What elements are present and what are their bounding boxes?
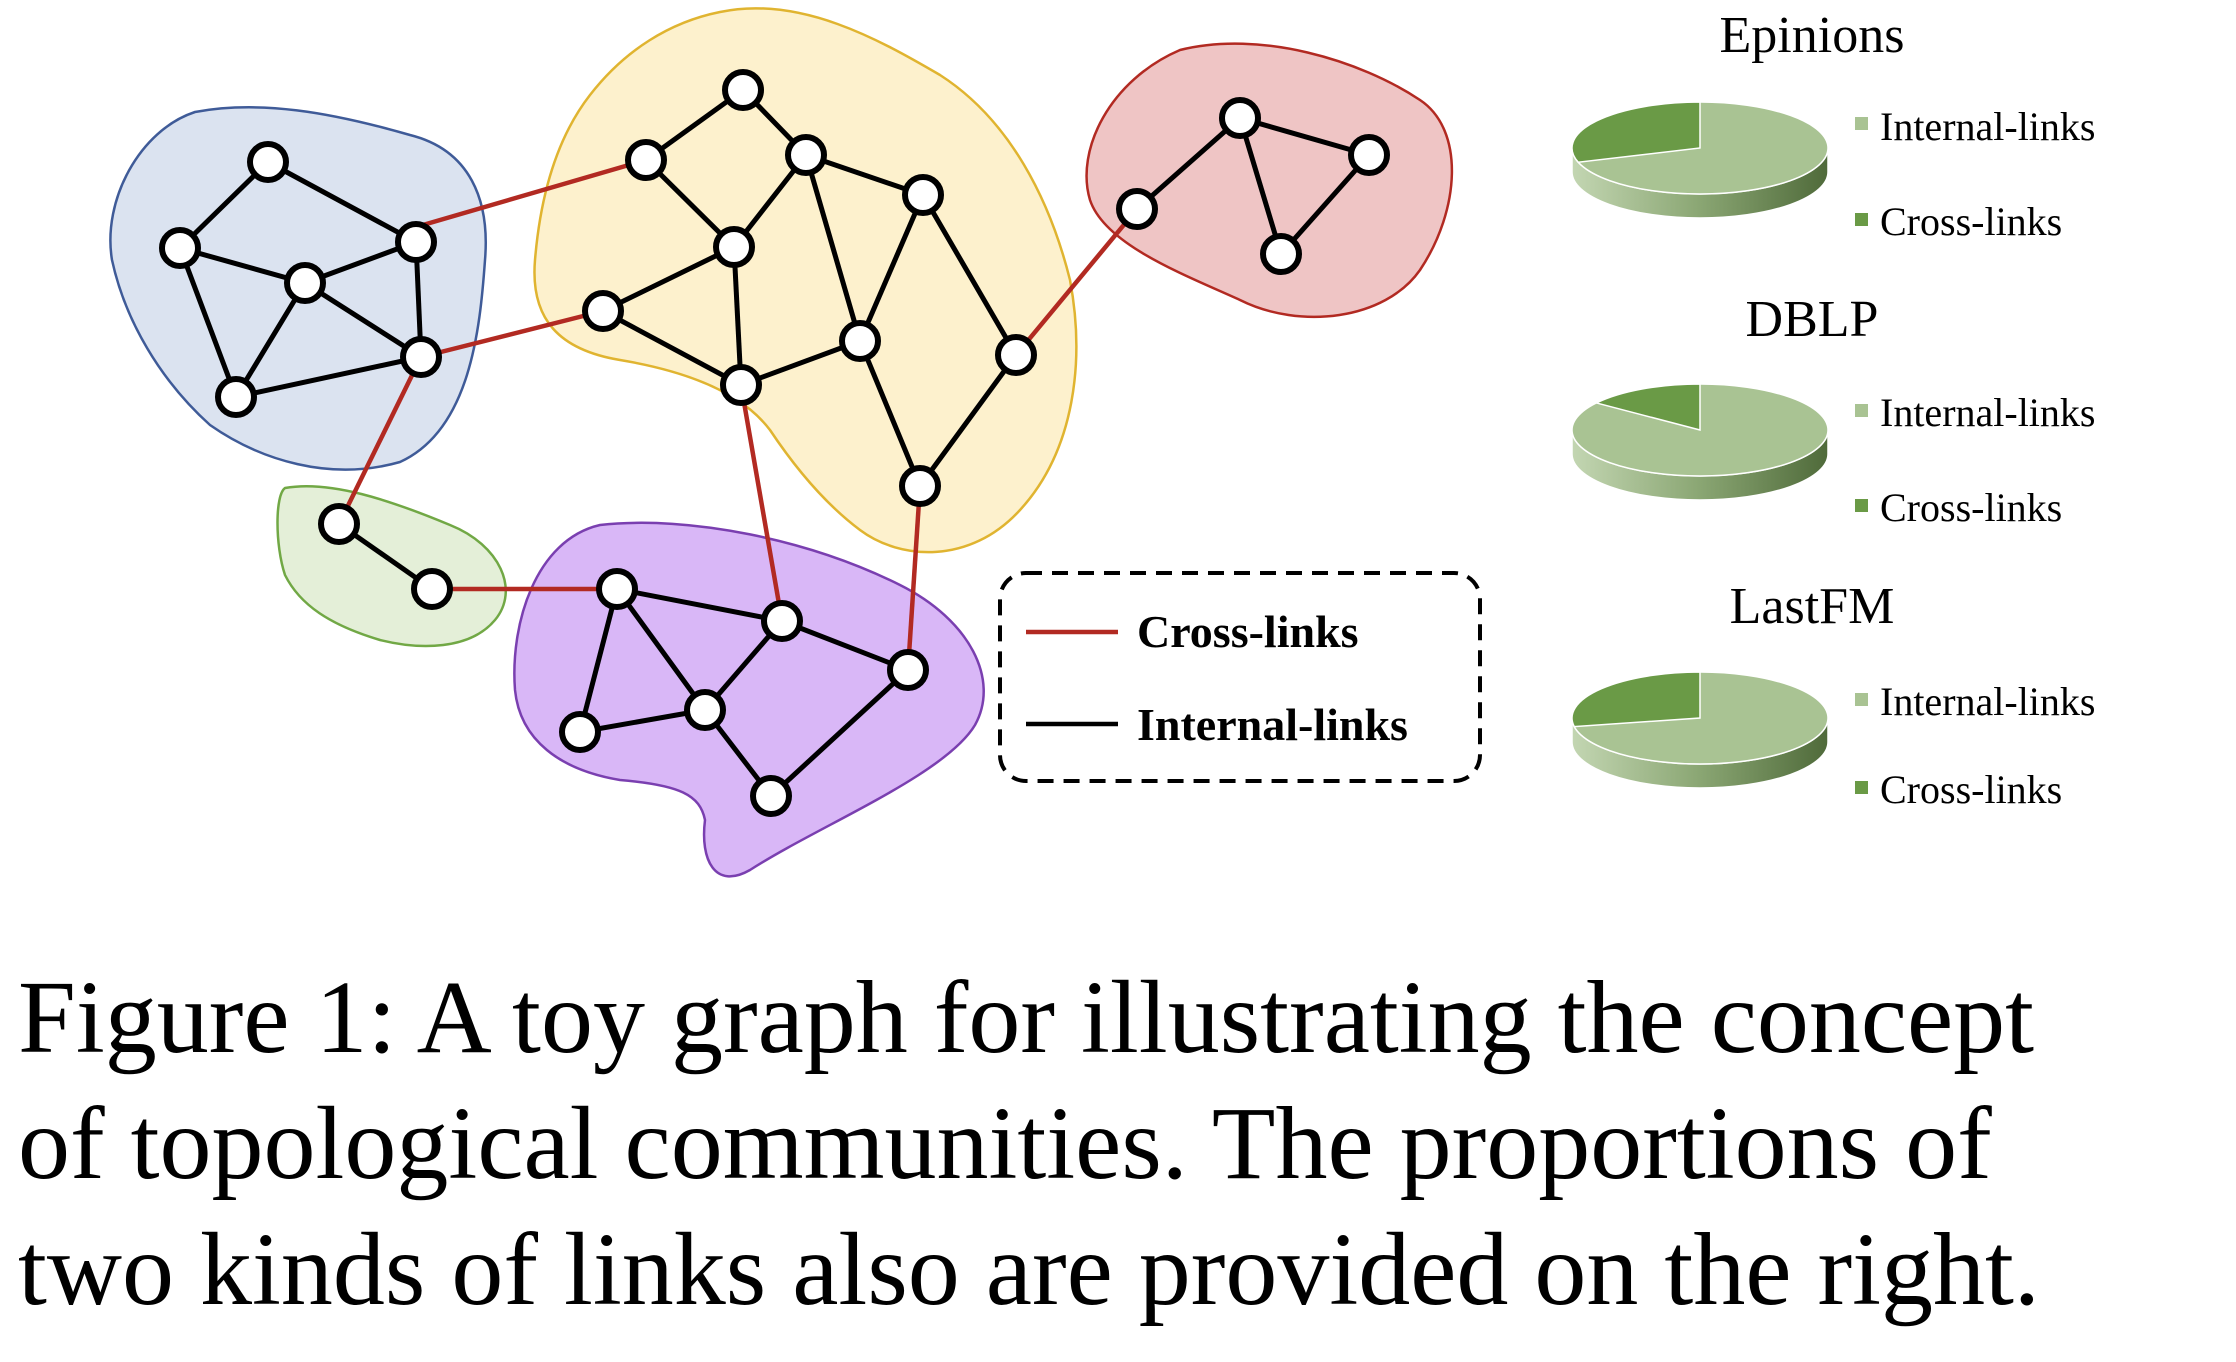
internal-link	[920, 193, 1019, 357]
cross-legend-swatch	[1855, 499, 1868, 512]
graph-nodes	[159, 69, 1390, 817]
internal-link	[579, 707, 706, 735]
graph-node	[559, 711, 601, 753]
internal-link	[233, 281, 308, 399]
pie-slice-cross	[1571, 101, 1701, 164]
graph-node	[761, 600, 803, 642]
graph-node	[395, 221, 437, 263]
graph-node	[839, 320, 881, 362]
cross-link	[738, 384, 785, 622]
caption-line: of topological communities. The proporti…	[18, 1086, 1992, 1201]
internal-link	[769, 668, 910, 798]
internal-legend-label: Internal-links	[1880, 104, 2096, 149]
graph-node	[215, 376, 257, 418]
internal-link	[917, 353, 1019, 488]
graph-node	[720, 364, 762, 406]
legend-frame	[998, 571, 1482, 783]
graph-node	[785, 134, 827, 176]
caption-line: Figure 1: A toy graph for illustrating t…	[18, 960, 2035, 1075]
cross-legend-swatch	[1855, 781, 1868, 794]
caption-line: two kinds of links also are provided on …	[18, 1212, 2040, 1327]
graph-node	[750, 775, 792, 817]
graph-node	[995, 334, 1037, 376]
cross-link	[905, 485, 923, 671]
community-green	[276, 484, 507, 648]
figure-caption: Figure 1: A toy graph for illustrating t…	[18, 955, 2223, 1333]
graph-node	[596, 568, 638, 610]
internal-link	[577, 588, 620, 733]
internal-link	[601, 308, 743, 388]
internal-link	[1237, 117, 1284, 255]
cross-link	[1014, 207, 1139, 357]
graph-node	[684, 689, 726, 731]
internal-link	[266, 159, 418, 245]
internal-link	[1239, 115, 1370, 158]
cross-legend-label: Cross-links	[1880, 199, 2062, 244]
graph-node	[887, 649, 929, 691]
graph-node	[247, 141, 289, 183]
pie-title: Epinions	[1720, 7, 1905, 64]
internal-link	[1279, 153, 1371, 256]
internal-link	[857, 194, 926, 342]
internal-link	[303, 280, 423, 360]
graph-node	[1116, 188, 1158, 230]
graph-node	[899, 465, 941, 507]
internal-link	[601, 244, 736, 314]
pie-dblp: DBLP Internal-links Cross-links	[1571, 291, 2096, 530]
cross-link	[420, 308, 604, 360]
graph-node	[1260, 233, 1302, 275]
graph-node	[713, 226, 755, 268]
graph-node	[1348, 134, 1390, 176]
pie-slice-cross	[1594, 383, 1701, 431]
internal-legend-label: Internal-links	[1880, 679, 2096, 724]
link-legend: Cross-links Internal-links	[998, 571, 1482, 783]
internal-link	[235, 354, 422, 400]
toy-graph-figure: Cross-links Internal-links Epinions Inte…	[109, 7, 2096, 878]
graph-node	[722, 69, 764, 111]
internal-link	[1135, 116, 1242, 211]
internal-link	[179, 245, 306, 286]
pie-slice-cross	[1571, 671, 1701, 728]
internal-link	[740, 338, 861, 388]
internal-legend-label: Internal-links	[1880, 390, 2096, 435]
cross-link	[415, 157, 647, 230]
graph-node	[411, 568, 453, 610]
pie-title: DBLP	[1746, 291, 1879, 348]
graph-node	[400, 336, 442, 378]
internal-link-label: Internal-links	[1137, 699, 1408, 750]
graph-node	[284, 262, 326, 304]
cross-legend-label: Cross-links	[1880, 767, 2062, 812]
internal-link	[614, 587, 708, 712]
graph-node	[625, 139, 667, 181]
internal-link	[177, 247, 239, 398]
cross-links	[336, 157, 1139, 671]
pie-epinions: Epinions Internal-links Cross-links	[1571, 7, 2096, 244]
internal-link	[857, 340, 923, 487]
pie-chart	[1571, 671, 1829, 789]
cross-link-label: Cross-links	[1137, 606, 1359, 657]
internal-link	[616, 586, 783, 624]
graph-node	[159, 227, 201, 269]
internal-link	[731, 246, 744, 386]
pie-lastfm: LastFM Internal-links Cross-links	[1571, 578, 2096, 812]
graph-node	[582, 290, 624, 332]
graph-node	[1219, 97, 1261, 139]
graph-node	[318, 503, 360, 545]
internal-link	[781, 618, 909, 673]
pie-chart	[1571, 383, 1829, 501]
internal-legend-swatch	[1855, 693, 1868, 706]
internal-link	[803, 154, 863, 342]
community-yellow	[533, 7, 1078, 554]
community-red	[1085, 42, 1454, 319]
internal-legend-swatch	[1855, 404, 1868, 417]
pie-chart	[1571, 101, 1829, 219]
internal-legend-swatch	[1855, 117, 1868, 130]
graph-node	[902, 174, 944, 216]
cross-link	[336, 356, 424, 525]
cross-legend-label: Cross-links	[1880, 485, 2062, 530]
cross-legend-swatch	[1855, 213, 1868, 226]
pie-title: LastFM	[1730, 578, 1895, 635]
